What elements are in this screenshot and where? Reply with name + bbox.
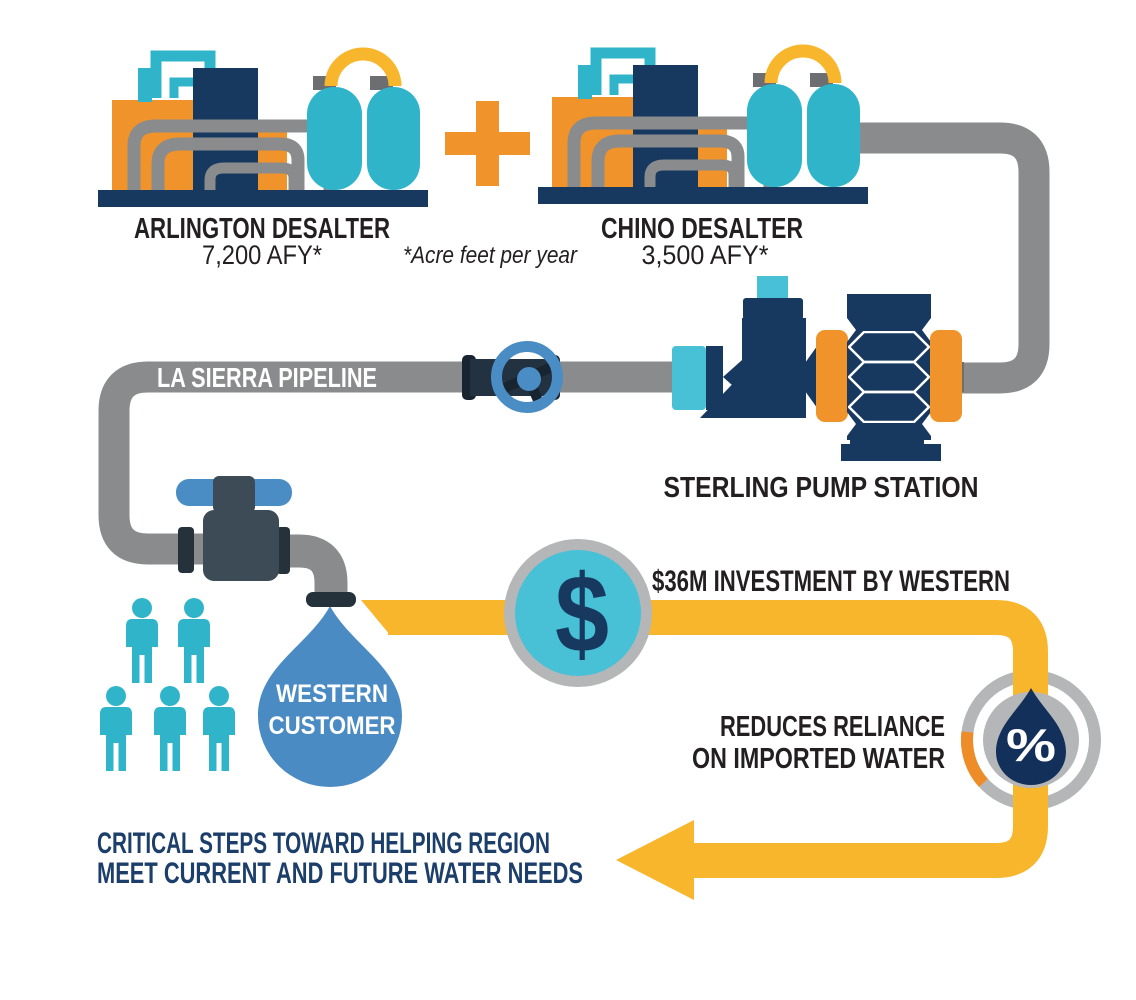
western-customer-line2: CUSTOMER: [269, 712, 396, 740]
water-drop-icon: [258, 606, 402, 787]
faucet-valve-icon: [176, 476, 356, 607]
western-customer-line1: WESTERN: [276, 680, 388, 708]
arlington-desalter-label: ARLINGTON DESALTER: [134, 213, 390, 245]
acre-feet-footnote: *Acre feet per year: [403, 242, 578, 269]
pump-motor-hex-pattern: [848, 331, 930, 423]
arlington-desalter-illustration: [98, 54, 428, 207]
pipeline-valve-wheel-icon: [462, 341, 563, 413]
sterling-pump-station-label: STERLING PUMP STATION: [664, 472, 979, 504]
reduces-reliance-line2: ON IMPORTED WATER: [692, 743, 945, 775]
reduces-reliance-line1: REDUCES RELIANCE: [720, 711, 945, 743]
pump-station-illustration: [672, 276, 964, 461]
percent-drop-icon: [983, 688, 1079, 788]
investment-label: $36M INVESTMENT BY WESTERN: [652, 565, 1010, 598]
conclusion-line1: CRITICAL STEPS TOWARD HELPING REGION: [97, 827, 550, 860]
dollar-symbol: $: [555, 553, 609, 676]
percent-symbol: %: [1006, 719, 1056, 771]
customers-group-icon: [100, 598, 235, 771]
chino-desalter-illustration: [538, 51, 868, 204]
la-sierra-pipeline-label: LA SIERRA PIPELINE: [157, 362, 377, 393]
flow-arrow-icon: [616, 820, 694, 900]
desalter-to-pump-pipe: [856, 122, 1050, 394]
plus-icon: [445, 101, 530, 186]
arlington-capacity-label: 7,200 AFY*: [202, 240, 322, 270]
la-sierra-pipeline-pipe: [98, 361, 676, 565]
dollar-medallion: [504, 539, 652, 687]
conclusion-line2: MEET CURRENT AND FUTURE WATER NEEDS: [97, 857, 583, 890]
chino-desalter-label: CHINO DESALTER: [601, 213, 803, 245]
chino-capacity-label: 3,500 AFY*: [642, 240, 769, 270]
